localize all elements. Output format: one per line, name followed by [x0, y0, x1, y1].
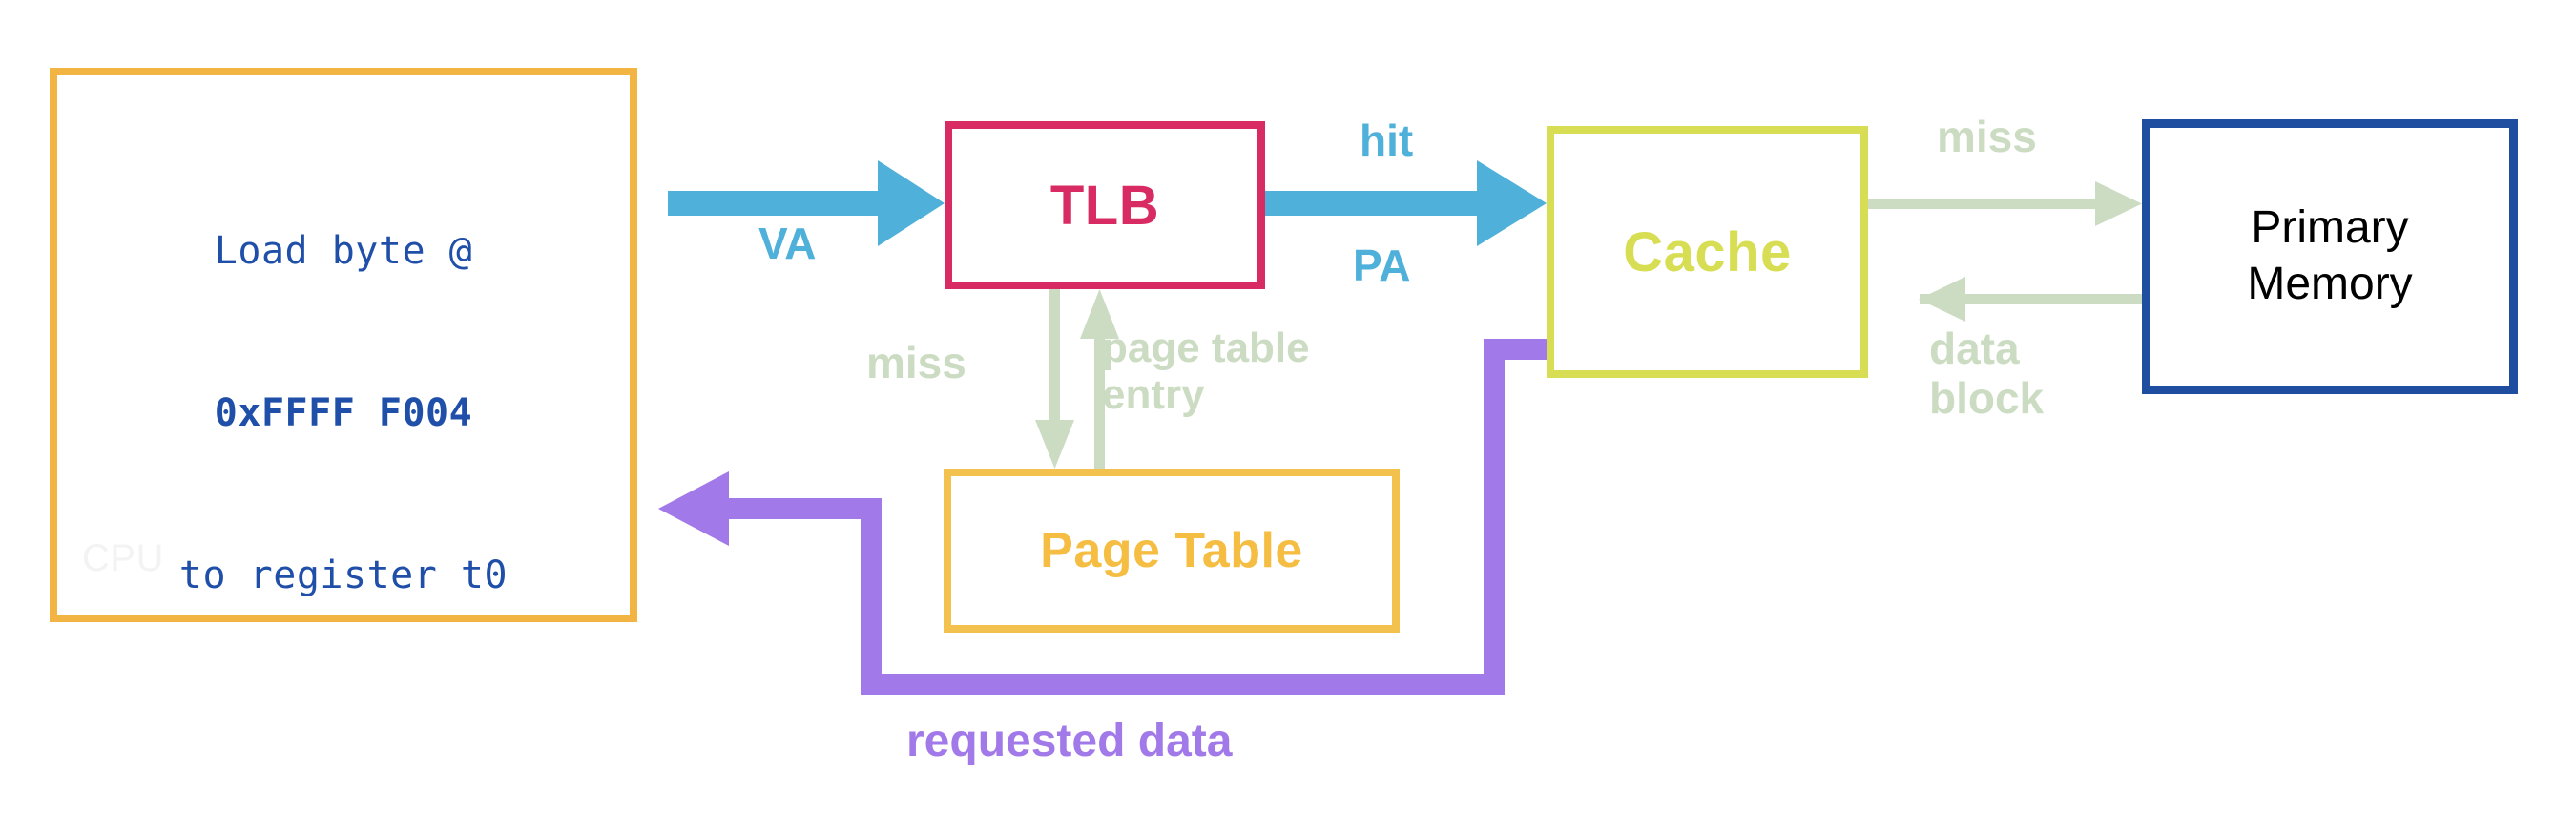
cpu-block: Load byte @ 0xFFFF F004 to register t0 C…	[50, 68, 637, 622]
cpu-instruction-line-3: to register t0	[178, 554, 509, 598]
tlb-block: TLB	[945, 121, 1265, 289]
edge-label-requested-data: requested data	[906, 716, 1233, 766]
cpu-instruction-address: 0xFFFF F004	[214, 390, 473, 435]
primary-memory-label-line-1: Primary	[2251, 202, 2409, 254]
edge-label-va: VA	[758, 219, 817, 268]
edge-label-page-table-entry: page table entry	[1102, 324, 1310, 419]
primary-memory-block: Primary Memory	[2142, 119, 2518, 394]
cpu-instruction-text: Load byte @ 0xFFFF F004 to register t0	[57, 115, 630, 712]
arrow-tlb-to-cache	[1264, 160, 1547, 246]
edge-label-data-block: data block	[1929, 324, 2045, 423]
page-table-label: Page Table	[1040, 523, 1303, 578]
cpu-instruction-line-1: Load byte @	[214, 228, 473, 273]
arrow-memory-to-cache	[1919, 277, 2142, 322]
cache-label: Cache	[1623, 220, 1792, 283]
primary-memory-label: Primary Memory	[2247, 200, 2412, 312]
edge-label-tlb-miss: miss	[866, 338, 966, 387]
edge-label-cache-miss: miss	[1937, 112, 2037, 161]
edge-label-hit: hit	[1360, 115, 1414, 165]
arrow-tlb-to-pagetable	[1035, 289, 1074, 469]
tlb-label: TLB	[1049, 174, 1160, 237]
arrow-cache-to-memory	[1868, 181, 2142, 226]
cache-block: Cache	[1547, 126, 1868, 378]
cpu-watermark-label: CPU	[82, 537, 164, 579]
page-table-block: Page Table	[944, 469, 1400, 633]
edge-label-pa: PA	[1353, 240, 1411, 290]
primary-memory-label-line-2: Memory	[2247, 259, 2413, 309]
